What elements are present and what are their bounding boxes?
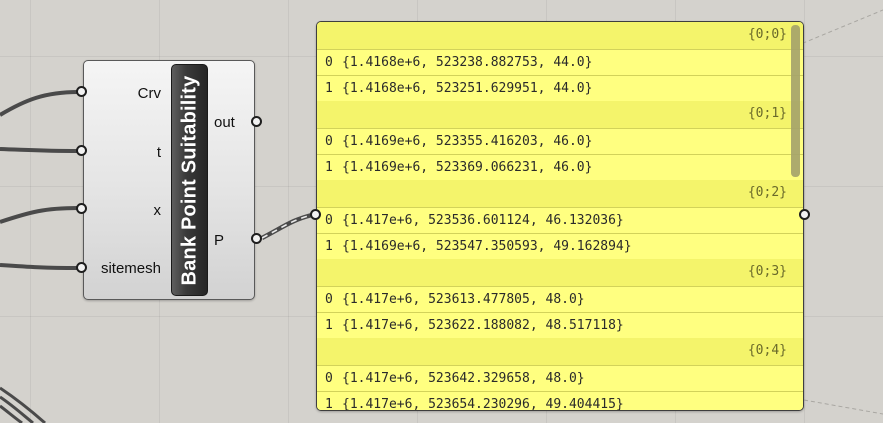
item-index: 0: [325, 134, 333, 149]
item-value: {1.4168e+6, 523238.882753, 44.0}: [342, 55, 593, 70]
wire-bundle: [0, 404, 23, 423]
input-grip-x[interactable]: [76, 203, 87, 214]
list-item: 1 {1.417e+6, 523654.230296, 49.404415}: [317, 391, 803, 411]
item-index: 0: [325, 371, 333, 386]
branch-header: {0;0}: [317, 22, 803, 49]
branch-header: {0;1}: [317, 101, 803, 128]
component-name: Bank Point Suitability: [178, 75, 201, 285]
item-index: 1: [325, 239, 333, 254]
item-value: {1.4168e+6, 523251.629951, 44.0}: [342, 81, 593, 96]
list-item: 0 {1.4168e+6, 523238.882753, 44.0}: [317, 49, 803, 75]
wire-bundle: [0, 395, 34, 423]
wire-p-to-panel: [260, 212, 313, 240]
branch-0-3: {0;3} 0 {1.417e+6, 523613.477805, 48.0} 1…: [317, 259, 803, 338]
data-panel[interactable]: {0;0} 0{1.4168e+6, 523238.882753, 44.0} …: [316, 21, 804, 411]
input-grip-crv[interactable]: [76, 86, 87, 97]
branch-0-0: {0;0} 0{1.4168e+6, 523238.882753, 44.0} …: [317, 22, 803, 101]
list-item: 1 {1.417e+6, 523622.188082, 48.517118}: [317, 312, 803, 338]
wire-sitemesh: [0, 263, 79, 270]
wire-x: [0, 206, 79, 224]
item-index: 0: [325, 55, 333, 70]
input-grip-t[interactable]: [76, 145, 87, 156]
branch-header: {0;2}: [317, 180, 803, 207]
list-item: 0 {1.417e+6, 523536.601124, 46.132036}: [317, 207, 803, 233]
list-item: 0 {1.417e+6, 523613.477805, 48.0}: [317, 286, 803, 312]
item-index: 1: [325, 318, 333, 333]
wire-t: [0, 147, 79, 153]
branch-0-1: {0;1} 0{1.4169e+6, 523355.416203, 46.0} …: [317, 101, 803, 180]
input-label-crv: Crv: [137, 85, 161, 102]
item-value: {1.417e+6, 523622.188082, 48.517118}: [342, 318, 624, 333]
item-value: {1.417e+6, 523536.601124, 46.132036}: [342, 213, 624, 228]
item-value: {1.4169e+6, 523355.416203, 46.0}: [342, 134, 593, 149]
wire-p-to-panel-inner: [261, 214, 313, 239]
item-index: 0: [325, 213, 333, 228]
panel-output-grip[interactable]: [799, 209, 810, 220]
list-item: 1 {1.4168e+6, 523251.629951, 44.0}: [317, 75, 803, 101]
panel-input-grip[interactable]: [310, 209, 321, 220]
item-index: 1: [325, 397, 333, 411]
item-index: 1: [325, 160, 333, 175]
item-index: 1: [325, 81, 333, 96]
branch-0-4: {0;4} 0 {1.417e+6, 523642.329658, 48.0} 1…: [317, 338, 803, 411]
branch-path: {0;3}: [747, 264, 787, 279]
item-index: 0: [325, 292, 333, 307]
branch-path: {0;0}: [747, 27, 787, 42]
item-value: {1.417e+6, 523654.230296, 49.404415}: [342, 397, 624, 411]
item-value: {1.4169e+6, 523547.350593, 49.162894}: [342, 239, 632, 254]
bank-point-suitability-component[interactable]: Crv t x sitemesh Bank Point Suitability …: [83, 60, 255, 300]
input-grip-sitemesh[interactable]: [76, 262, 87, 273]
input-label-x: x: [153, 202, 162, 219]
list-item: 1 {1.4169e+6, 523547.350593, 49.162894}: [317, 233, 803, 259]
branch-path: {0;4}: [747, 343, 787, 358]
item-value: {1.417e+6, 523613.477805, 48.0}: [342, 292, 585, 307]
branch-path: {0;1}: [747, 106, 787, 121]
output-label-p: P: [214, 232, 225, 249]
output-label-out: out: [214, 114, 235, 131]
list-item: 1 {1.4169e+6, 523369.066231, 46.0}: [317, 154, 803, 180]
branch-header: {0;3}: [317, 259, 803, 286]
wire-crv: [0, 90, 79, 117]
wire-bundle: [0, 386, 46, 423]
panel-scrollbar[interactable]: [791, 25, 800, 177]
panel-content: {0;0} 0{1.4168e+6, 523238.882753, 44.0} …: [317, 22, 803, 411]
branch-0-2: {0;2} 0 {1.417e+6, 523536.601124, 46.1320…: [317, 180, 803, 259]
item-value: {1.4169e+6, 523369.066231, 46.0}: [342, 160, 593, 175]
output-grip-out[interactable]: [251, 116, 262, 127]
component-name-bar[interactable]: Bank Point Suitability: [171, 64, 208, 296]
item-value: {1.417e+6, 523642.329658, 48.0}: [342, 371, 585, 386]
list-item: 0 {1.417e+6, 523642.329658, 48.0}: [317, 365, 803, 391]
background-wire: [803, 399, 883, 415]
branch-header: {0;4}: [317, 338, 803, 365]
input-label-t: t: [156, 144, 161, 161]
output-grip-p[interactable]: [251, 233, 262, 244]
list-item: 0 {1.4169e+6, 523355.416203, 46.0}: [317, 128, 803, 154]
branch-path: {0;2}: [747, 185, 787, 200]
input-label-sitemesh: sitemesh: [100, 260, 161, 277]
